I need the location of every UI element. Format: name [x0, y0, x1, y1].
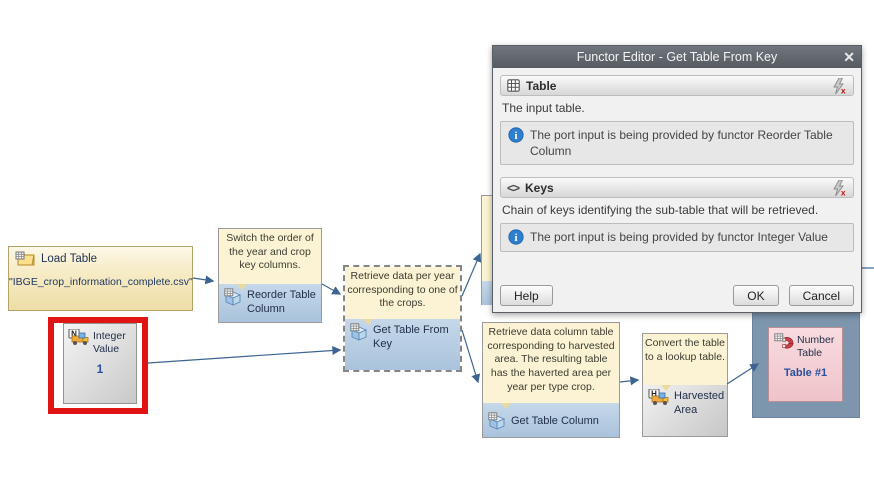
- section-title: Table: [526, 78, 557, 93]
- node-value-filename: "IBGE_crop_information_complete.csv": [9, 276, 193, 288]
- node-label: Reorder Table Column: [247, 289, 316, 315]
- node-comment: Convert the table to a lookup table.: [643, 334, 727, 385]
- node-get-table-from-key[interactable]: Retrieve data per year corresponding to …: [343, 265, 462, 372]
- node-label: Harvested Area: [674, 390, 725, 416]
- comment-notch: [501, 403, 511, 409]
- svg-text:x: x: [841, 85, 846, 94]
- table-grid-icon: [507, 79, 520, 92]
- magnet-table-icon: [774, 333, 794, 359]
- info-icon: i: [508, 229, 524, 245]
- node-get-table-column[interactable]: Retrieve data column table corresponding…: [482, 322, 620, 438]
- node-comment: Retrieve data column table corresponding…: [483, 323, 619, 403]
- info-box-keys: i The port input is being provided by fu…: [500, 223, 854, 252]
- dialog-titlebar[interactable]: Functor Editor - Get Table From Key ✕: [493, 46, 861, 68]
- section-title: Keys: [525, 180, 554, 195]
- node-title: Number Table: [797, 334, 835, 359]
- node-harvested-area[interactable]: Convert the table to a lookup table. H H…: [642, 333, 728, 437]
- edge-gtfk-gtc: [461, 329, 481, 384]
- selection-highlight-box: [48, 317, 148, 414]
- info-box-table: i The port input is being provided by fu…: [500, 121, 854, 166]
- svg-text:H: H: [651, 390, 657, 399]
- help-button[interactable]: Help: [500, 285, 553, 306]
- cube-table-icon: [488, 412, 507, 430]
- cube-table-icon: [350, 323, 369, 341]
- dialog-button-row: Help OK Cancel: [500, 285, 854, 306]
- edge-reorder-gtfk: [321, 283, 342, 295]
- dialog-title: Functor Editor - Get Table From Key: [576, 50, 778, 64]
- info-text: The port input is being provided by func…: [530, 230, 828, 245]
- folder-table-icon: [15, 251, 35, 266]
- node-title: Integer Value: [93, 330, 126, 355]
- keys-icon: <>: [507, 180, 520, 195]
- svg-text:x: x: [841, 187, 846, 196]
- node-number-table[interactable]: Number Table Table #1: [768, 327, 843, 402]
- svg-text:i: i: [514, 130, 517, 142]
- info-icon: i: [508, 127, 524, 143]
- node-title: Load Table: [41, 252, 98, 265]
- comment-notch: [661, 385, 671, 391]
- svg-text:N: N: [71, 330, 77, 339]
- node-load-table[interactable]: Load Table "IBGE_crop_information_comple…: [8, 246, 193, 311]
- functor-editor-dialog: Functor Editor - Get Table From Key ✕ Ta…: [492, 45, 862, 313]
- svg-text:i: i: [514, 232, 517, 244]
- section-header-table: Table x: [500, 75, 854, 96]
- node-value: 1: [96, 362, 104, 377]
- section-description: The input table.: [502, 101, 585, 115]
- disconnect-port-icon[interactable]: x: [831, 77, 847, 94]
- cube-table-icon: [224, 288, 243, 306]
- truck-h-icon: H: [648, 389, 670, 406]
- dialog-body: Table x The input table. i The po: [493, 68, 861, 312]
- node-integer-value[interactable]: N Integer Value 1: [63, 323, 137, 404]
- section-header-keys: <> Keys x: [500, 177, 854, 199]
- info-text: The port input is being provided by func…: [530, 128, 833, 159]
- node-label: Get Table Column: [511, 414, 599, 427]
- truck-n-icon: N: [68, 329, 90, 355]
- node-reorder-table-column[interactable]: Switch the order of the year and crop ke…: [218, 228, 322, 323]
- hidden-node-comment-strip: [482, 196, 492, 281]
- node-comment: Switch the order of the year and crop ke…: [219, 229, 321, 284]
- edge-integer-gtfk: [147, 346, 342, 364]
- cancel-button[interactable]: Cancel: [788, 285, 854, 306]
- node-label: Get Table From Key: [373, 324, 449, 350]
- edge-loadtable-reorder: [192, 275, 215, 285]
- ok-button[interactable]: OK: [733, 285, 779, 306]
- section-description: Chain of keys identifying the sub-table …: [502, 203, 819, 218]
- node-value: Table #1: [783, 367, 828, 380]
- comment-notch: [237, 284, 247, 290]
- hidden-node-body-strip: [482, 281, 492, 305]
- edge-gtfk-hidden: [461, 252, 482, 297]
- disconnect-port-icon[interactable]: x: [831, 179, 847, 196]
- comment-notch: [363, 319, 373, 325]
- edge-gtc-harvested: [619, 376, 640, 386]
- close-icon[interactable]: ✕: [843, 49, 855, 65]
- node-comment: Retrieve data per year corresponding to …: [345, 267, 460, 319]
